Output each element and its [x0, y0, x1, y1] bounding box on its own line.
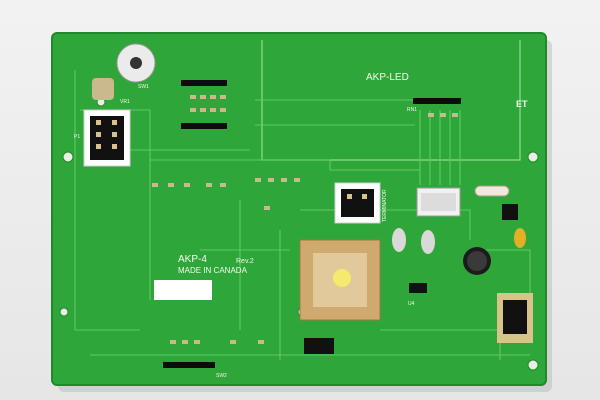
axial-resistor — [474, 185, 510, 197]
regulator-pad — [92, 78, 114, 100]
origin-label: MADE IN CANADA — [178, 266, 248, 275]
header-connector-center — [334, 182, 381, 224]
pcb-board — [51, 32, 547, 386]
revision-label: Rev.2 — [236, 258, 254, 265]
buzzer-component — [116, 43, 156, 83]
plcc-socket — [299, 239, 381, 321]
smd-pads — [152, 95, 458, 344]
model-label: AKP-4 — [178, 254, 207, 265]
dip-switch — [416, 187, 461, 217]
electrolytic-capacitors — [392, 228, 526, 275]
ref-sw2: SW2 — [216, 373, 227, 379]
header-connector-p1 — [83, 109, 131, 167]
ref-p1: P1 — [74, 134, 80, 140]
led-header — [413, 98, 461, 104]
blank-label-patch — [154, 280, 212, 300]
power-regulator — [497, 293, 533, 343]
small-ics — [304, 204, 518, 354]
led-section-label: AKP-LED — [366, 72, 409, 83]
ref-rn1: RN1 — [407, 107, 417, 113]
copper-traces — [74, 70, 531, 360]
ref-vr1: VR1 — [120, 99, 130, 105]
terminator-label: TERMINATOR — [382, 189, 388, 222]
ref-u4: U4 — [408, 301, 415, 307]
ref-sw1: SW1 — [138, 84, 149, 90]
manufacturer-logo: ET — [516, 99, 528, 109]
